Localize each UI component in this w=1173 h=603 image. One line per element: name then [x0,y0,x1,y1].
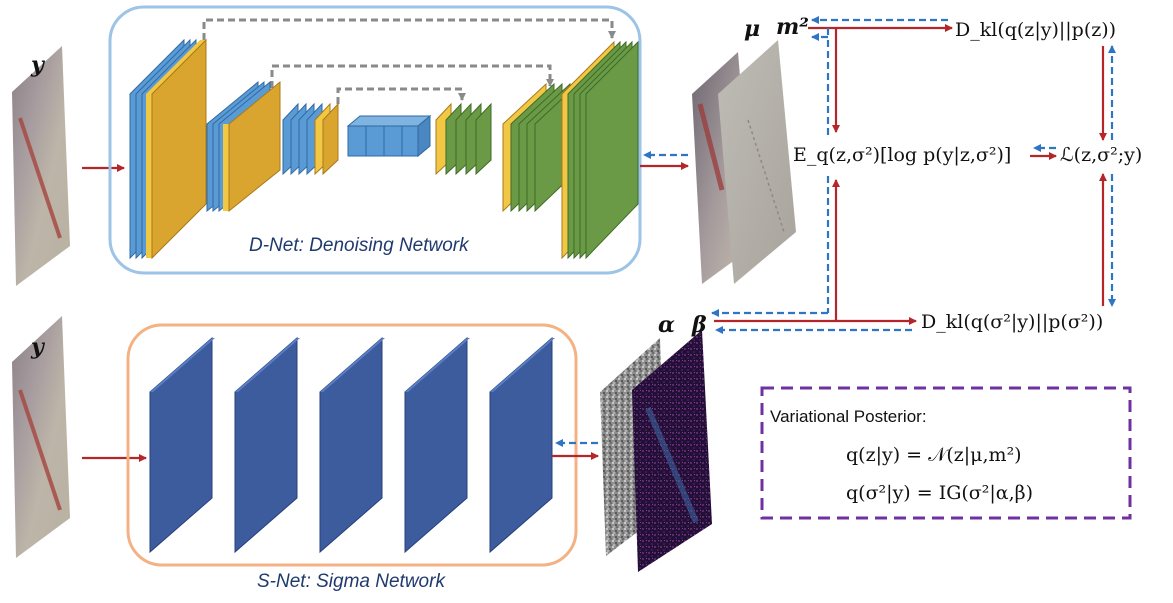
loss-graph-arrows [711,16,1116,334]
label-mu: μ [744,16,761,42]
term-dkl-sigma: D_kl(q(σ²|y)||p(σ²)) [921,311,1104,333]
snet-layer-3 [319,336,383,554]
label-m2: m² [776,14,809,40]
snet-layer-2 [234,336,298,554]
posterior-frame [760,386,1132,520]
dnet-encoder-block-3 [282,102,339,176]
output-image-m2 [718,40,796,284]
snet-layers [149,336,555,554]
term-elbo: ℒ(z,σ²;y) [1060,144,1143,166]
label-y-top: y [31,52,44,78]
dnet-decoder-block-3 [561,40,639,260]
term-expectation: E_q(z,σ²)[log p(y|z,σ²)] [793,144,1012,166]
label-beta: β [692,312,707,338]
snet-layer-4 [404,336,468,554]
posterior-eq-sigma: q(σ²|y) = IG(σ²|α,β) [846,482,1034,504]
output-image-beta [632,330,712,572]
posterior-title: Variational Posterior: [770,407,927,426]
dnet-encoder-block-2 [206,80,281,213]
skip-connections [202,18,616,104]
snet-caption: S-Net: Sigma Network [257,571,445,592]
term-dkl-z: D_kl(q(z|y)||p(z)) [955,19,1117,41]
input-image-bottom [12,316,70,558]
snet-layer-1 [149,336,213,554]
input-image-top [12,46,70,286]
dnet-decoder-block-1 [435,102,492,176]
label-alpha: α [658,312,675,338]
label-y-bottom: y [31,334,44,360]
snet-layer-5 [489,336,553,554]
snet-frame [126,323,578,567]
dnet-encoder-block-1 [129,38,207,260]
dnet-bottleneck [346,114,432,158]
dnet-frame [108,5,642,275]
dnet-caption: D-Net: Denoising Network [249,235,469,256]
posterior-eq-z: q(z|y) = 𝒩(z|μ,m²) [846,444,1022,466]
